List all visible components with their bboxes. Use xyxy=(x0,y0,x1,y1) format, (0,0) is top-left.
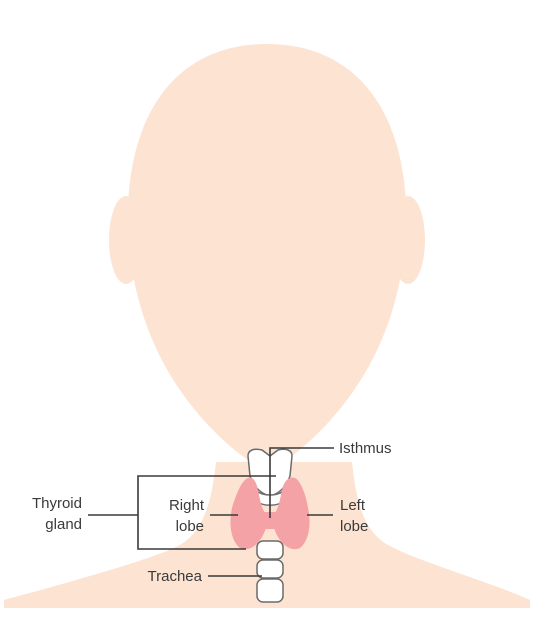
right-lobe-label-line1: Right xyxy=(169,497,205,514)
trachea xyxy=(257,541,283,602)
left-lobe-label-line2: lobe xyxy=(340,518,368,535)
left-lobe-label-line1: Left xyxy=(340,497,366,514)
right-lobe-label-line2: lobe xyxy=(176,518,204,535)
isthmus-label: Isthmus xyxy=(339,440,392,457)
trachea-ring xyxy=(257,541,283,559)
thyroid-gland-label-line1: Thyroid xyxy=(32,495,82,512)
head xyxy=(128,44,406,466)
trachea-ring xyxy=(257,579,283,602)
thyroid-gland-label-line2: gland xyxy=(45,516,82,533)
trachea-label: Trachea xyxy=(148,568,203,585)
